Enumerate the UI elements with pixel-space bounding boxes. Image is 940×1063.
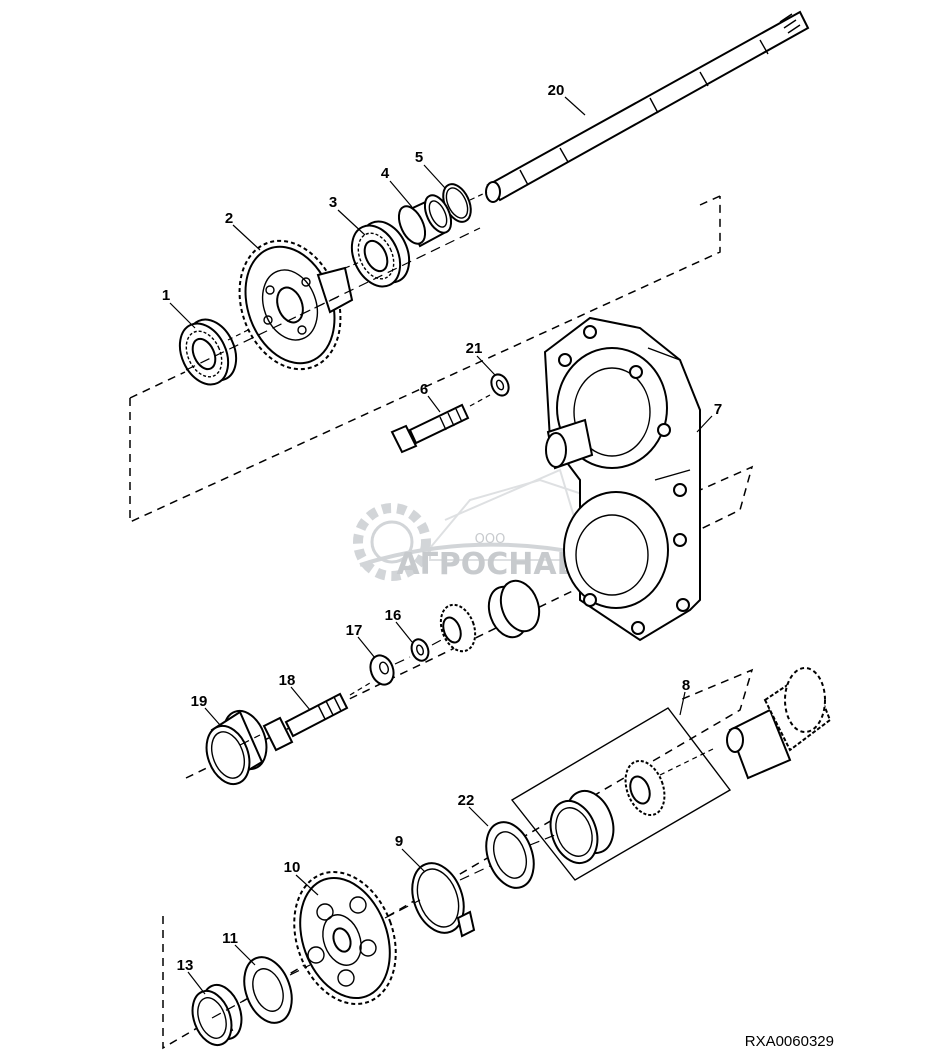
watermark: ООО АГРОСНАБ [353, 468, 592, 582]
part-2-gear [238, 239, 361, 371]
callout-20: 20 [548, 82, 565, 99]
part-9-snap-ring [411, 862, 476, 938]
callout-labels: 1 2 3 4 5 6 7 8 9 10 11 13 16 17 18 19 2… [162, 82, 722, 974]
callout-5: 5 [415, 149, 423, 166]
lower-shaft-centerline [211, 834, 556, 1019]
callout-9: 9 [395, 833, 403, 850]
middle-shaft-centerline [239, 637, 446, 746]
callout-6: 6 [420, 381, 428, 398]
callout-22: 22 [458, 792, 475, 809]
part-4-sleeve [397, 194, 453, 248]
part-11-shim [243, 956, 293, 1024]
upper-shaft-centerline [185, 227, 481, 371]
bearing-cup-near-housing [487, 579, 541, 639]
part-10-gear [293, 871, 397, 1005]
part-16-washer [410, 638, 430, 662]
callout-leaders [169, 96, 713, 995]
part-3-bearing [350, 220, 411, 288]
upper-dashed-group-box [129, 195, 721, 524]
callout-19: 19 [191, 693, 208, 710]
watermark-prefix: ООО [475, 532, 506, 547]
lower-dashed-group-box [162, 668, 754, 1050]
callout-8: 8 [682, 677, 690, 694]
callout-2: 2 [225, 210, 233, 227]
part-7-housing [543, 316, 701, 642]
part-22-shim [485, 821, 535, 889]
part-8-pinion-assembly [510, 667, 832, 881]
callout-3: 3 [329, 194, 337, 211]
part-1-bearing [178, 318, 249, 386]
part-19-sleeve [205, 709, 268, 786]
watermark-brand: АГРОСНАБ [396, 547, 579, 582]
callout-21: 21 [466, 340, 483, 357]
callout-13: 13 [177, 957, 194, 974]
tapered-roller-bearing-upper [439, 603, 477, 653]
callout-16: 16 [385, 607, 402, 624]
callout-4: 4 [381, 165, 390, 182]
callout-7: 7 [714, 401, 722, 418]
figure-id: RXA0060329 [745, 1033, 834, 1050]
callout-11: 11 [222, 930, 238, 947]
part-6-bolt [390, 394, 491, 454]
callout-17: 17 [346, 622, 363, 639]
part-17-washer [369, 654, 395, 686]
callout-10: 10 [284, 859, 301, 876]
middle-dashed-group-box [185, 465, 754, 779]
callout-18: 18 [279, 672, 296, 689]
callout-1: 1 [162, 287, 170, 304]
part-20-input-shaft [469, 10, 810, 203]
part-21-washer [490, 373, 510, 397]
part-18-bolt [262, 682, 371, 752]
